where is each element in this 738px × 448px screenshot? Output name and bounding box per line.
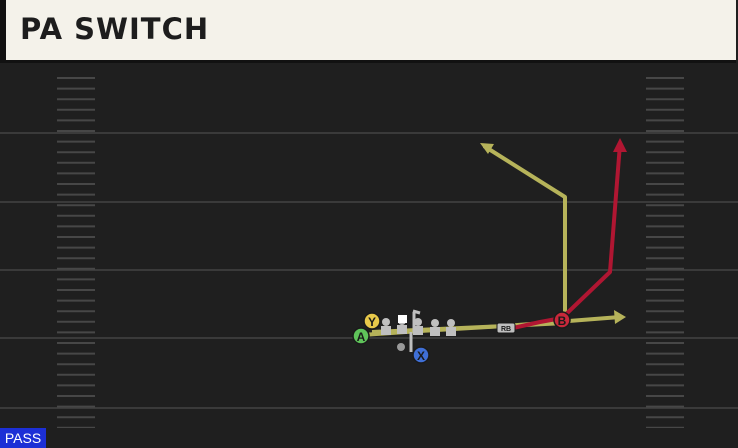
route-a-arrowhead xyxy=(614,310,626,324)
player-a-label: A xyxy=(357,330,366,344)
play-title: PA SWITCH xyxy=(20,12,210,46)
player-rb: RB xyxy=(496,322,516,334)
route-b-arrowhead xyxy=(613,138,627,152)
player-b: B xyxy=(553,311,571,329)
field-background xyxy=(0,64,738,428)
lineman xyxy=(446,319,456,336)
hash-marks xyxy=(57,77,684,428)
player-b-label: B xyxy=(558,314,567,328)
play-title-bar: PA SWITCH xyxy=(0,0,736,60)
player-y: Y xyxy=(363,312,381,330)
quarterback-marker xyxy=(397,343,405,351)
player-rb-label: RB xyxy=(501,326,511,333)
player-y-label: Y xyxy=(368,315,376,329)
lineman xyxy=(381,318,391,335)
route-y-arrowhead xyxy=(480,143,494,154)
player-x-label: X xyxy=(417,349,425,363)
center-lineman xyxy=(398,309,423,335)
player-a: A xyxy=(352,327,370,345)
lineman xyxy=(430,319,440,336)
player-x: X xyxy=(412,346,430,364)
play-diagram-field: A Y X B RB xyxy=(0,64,738,428)
offensive-line xyxy=(381,309,456,351)
play-type-badge: PASS xyxy=(0,428,46,448)
